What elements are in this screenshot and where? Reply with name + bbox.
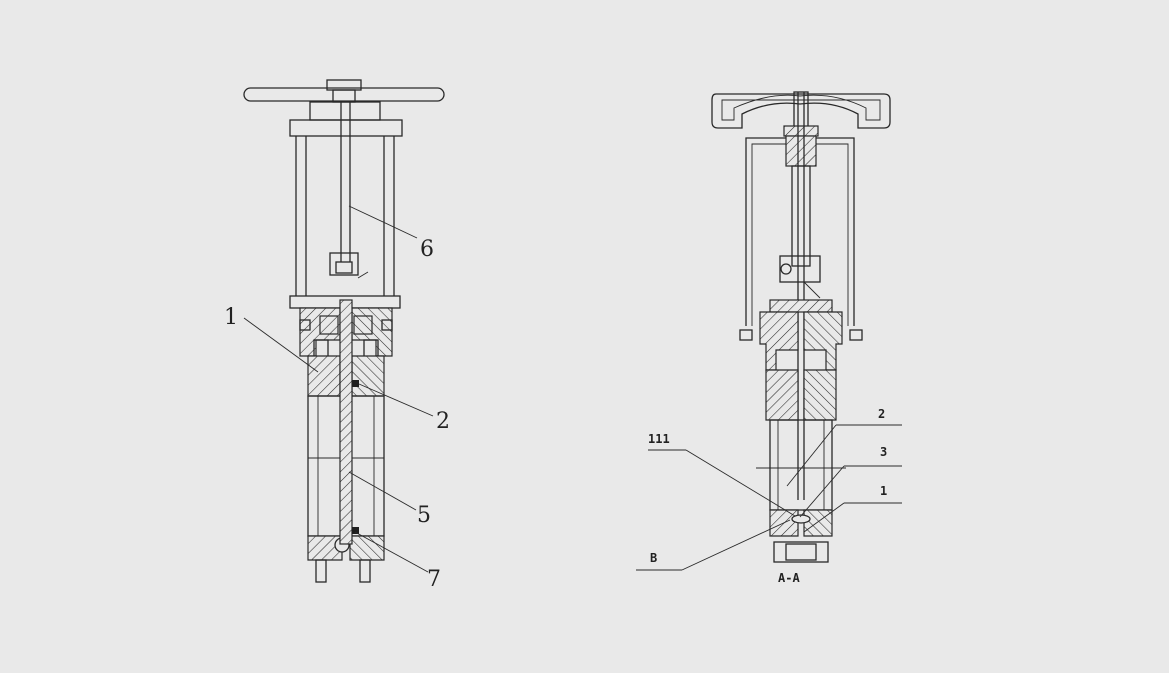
bonnet-left (299, 307, 393, 363)
valve-body-right (756, 419, 846, 563)
handwheel-left (243, 79, 445, 103)
bonnet-right (739, 299, 863, 421)
gate-plate (339, 299, 353, 545)
top-plate (289, 119, 403, 137)
leader-lines-right (636, 424, 902, 571)
callout-5: 5 (417, 503, 431, 528)
callout-7: 7 (427, 567, 441, 592)
callout-2-left: 2 (436, 409, 450, 434)
callout-1-left: 1 (224, 305, 238, 330)
stem-right (797, 92, 805, 500)
valve-body-left (307, 355, 385, 561)
seal-7 (352, 527, 359, 534)
stem-nut-housing (309, 101, 381, 121)
support-columns-left (295, 136, 395, 296)
leader-lines-left (243, 205, 434, 573)
right-valve-view: 2 111 3 1 B A-A (636, 91, 902, 585)
callout-111: 111 (648, 432, 670, 446)
yoke-right (745, 135, 855, 326)
callout-1-right: 1 (880, 484, 887, 498)
section-label: A-A (778, 571, 800, 585)
callout-b: B (650, 551, 657, 565)
stem-clamp-right (779, 255, 821, 299)
callout-6: 6 (420, 237, 434, 262)
seal-2 (352, 380, 359, 387)
stem-left (340, 102, 351, 270)
callout-3: 3 (880, 445, 887, 459)
handwheel-right (711, 91, 891, 137)
callout-2-right: 2 (878, 407, 885, 421)
stem-connector (329, 252, 369, 279)
feet-left (315, 559, 371, 583)
left-valve-view: 1 6 2 5 7 (224, 79, 450, 592)
